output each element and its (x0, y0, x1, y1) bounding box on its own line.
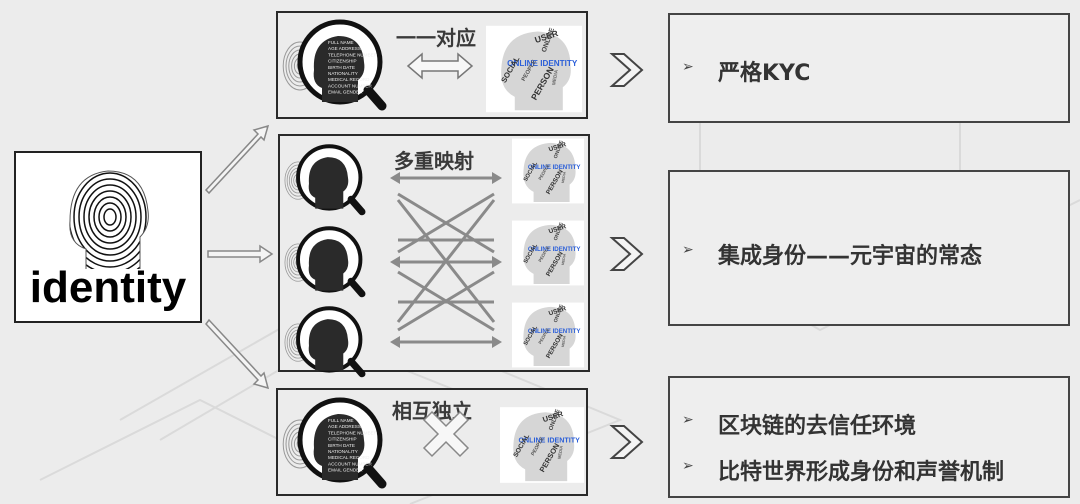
word-cloud-word: MEDIA (551, 69, 560, 86)
bullet-icon: ➢ (682, 412, 694, 428)
magnifier-profile-icon (284, 226, 366, 298)
profile-card-line: BIRTH DATE (328, 65, 355, 70)
word-cloud-word: MEDIA (561, 171, 567, 183)
result-box-blockchain: ➢ 区块链的去信任环境 ➢ 比特世界形成身份和声誉机制 (668, 376, 1070, 498)
word-cloud-word: ONLINE IDENTITY (528, 328, 581, 335)
result-text: 比特世界形成身份和声誉机制 (718, 460, 1005, 485)
profile-card-line: NATIONALITY (328, 449, 358, 454)
result-text: 严格KYC (718, 61, 811, 86)
profile-card-line: EMAIL GENDER (328, 90, 363, 95)
profile-card-line: NATIONALITY (328, 71, 358, 76)
profile-card-line: TELEPHONE NUMBER (328, 430, 378, 435)
bullet-icon: ➢ (682, 59, 694, 75)
chevron-right-icon (609, 53, 644, 87)
cross-mark-icon (422, 410, 470, 458)
bullet-icon: ➢ (682, 242, 694, 258)
profile-card-line: AGE ADDRESS (328, 424, 361, 429)
profile-card-line: MEDICAL RECORD (328, 77, 370, 82)
word-cloud-word: ONLINE IDENTITY (518, 436, 580, 444)
identity-card: identity (14, 151, 202, 323)
profile-card-line: BIRTH DATE (328, 443, 355, 448)
result-box-integrated-identity: ➢ 集成身份——元宇宙的常态 (668, 170, 1070, 326)
crossed-arrows-icon (396, 176, 496, 344)
magnifier-profile-icon (284, 306, 366, 378)
word-cloud-word: MEDIA (561, 253, 567, 265)
branch-arrows (204, 124, 274, 390)
row-label-one-to-one: 一一对应 (396, 26, 476, 50)
result-text: 集成身份——元宇宙的常态 (718, 244, 983, 269)
profile-card-line: MEDICAL RECORD (328, 455, 370, 460)
profile-card-line: FULL NAME (328, 40, 354, 45)
result-text: 区块链的去信任环境 (718, 414, 917, 439)
word-cloud-word: MEDIA (561, 335, 567, 347)
bullet-icon: ➢ (682, 458, 694, 474)
profile-card-line: TELEPHONE NUMBER (328, 52, 378, 57)
word-cloud-word: ONLINE IDENTITY (507, 59, 578, 68)
profile-card-line: ACCOUNT NUMBER (328, 83, 372, 88)
word-cloud-word: MEDIA (557, 445, 564, 459)
word-cloud-word: ONLINE IDENTITY (528, 246, 581, 253)
magnifier-profile-icon (284, 144, 366, 216)
profile-card-line: FULL NAME (328, 418, 354, 423)
word-cloud-word: ONLINE IDENTITY (528, 164, 581, 171)
result-box-strict-kyc: ➢ 严格KYC (668, 13, 1070, 123)
identity-word: identity (29, 263, 187, 312)
profile-card-line: CITIZENSHIP (328, 437, 357, 442)
fingerprint-head-icon (69, 170, 149, 269)
chevron-right-icon (609, 425, 644, 459)
chevron-right-icon (609, 237, 644, 271)
profile-card-line: AGE ADDRESS (328, 46, 361, 51)
double-arrow-icon (406, 52, 474, 80)
profile-card-line: ACCOUNT NUMBER (328, 461, 372, 466)
row-label-multi-mapping: 多重映射 (394, 149, 474, 173)
profile-card-line: CITIZENSHIP (328, 59, 357, 64)
profile-card-line: EMAIL GENDER (328, 468, 363, 473)
